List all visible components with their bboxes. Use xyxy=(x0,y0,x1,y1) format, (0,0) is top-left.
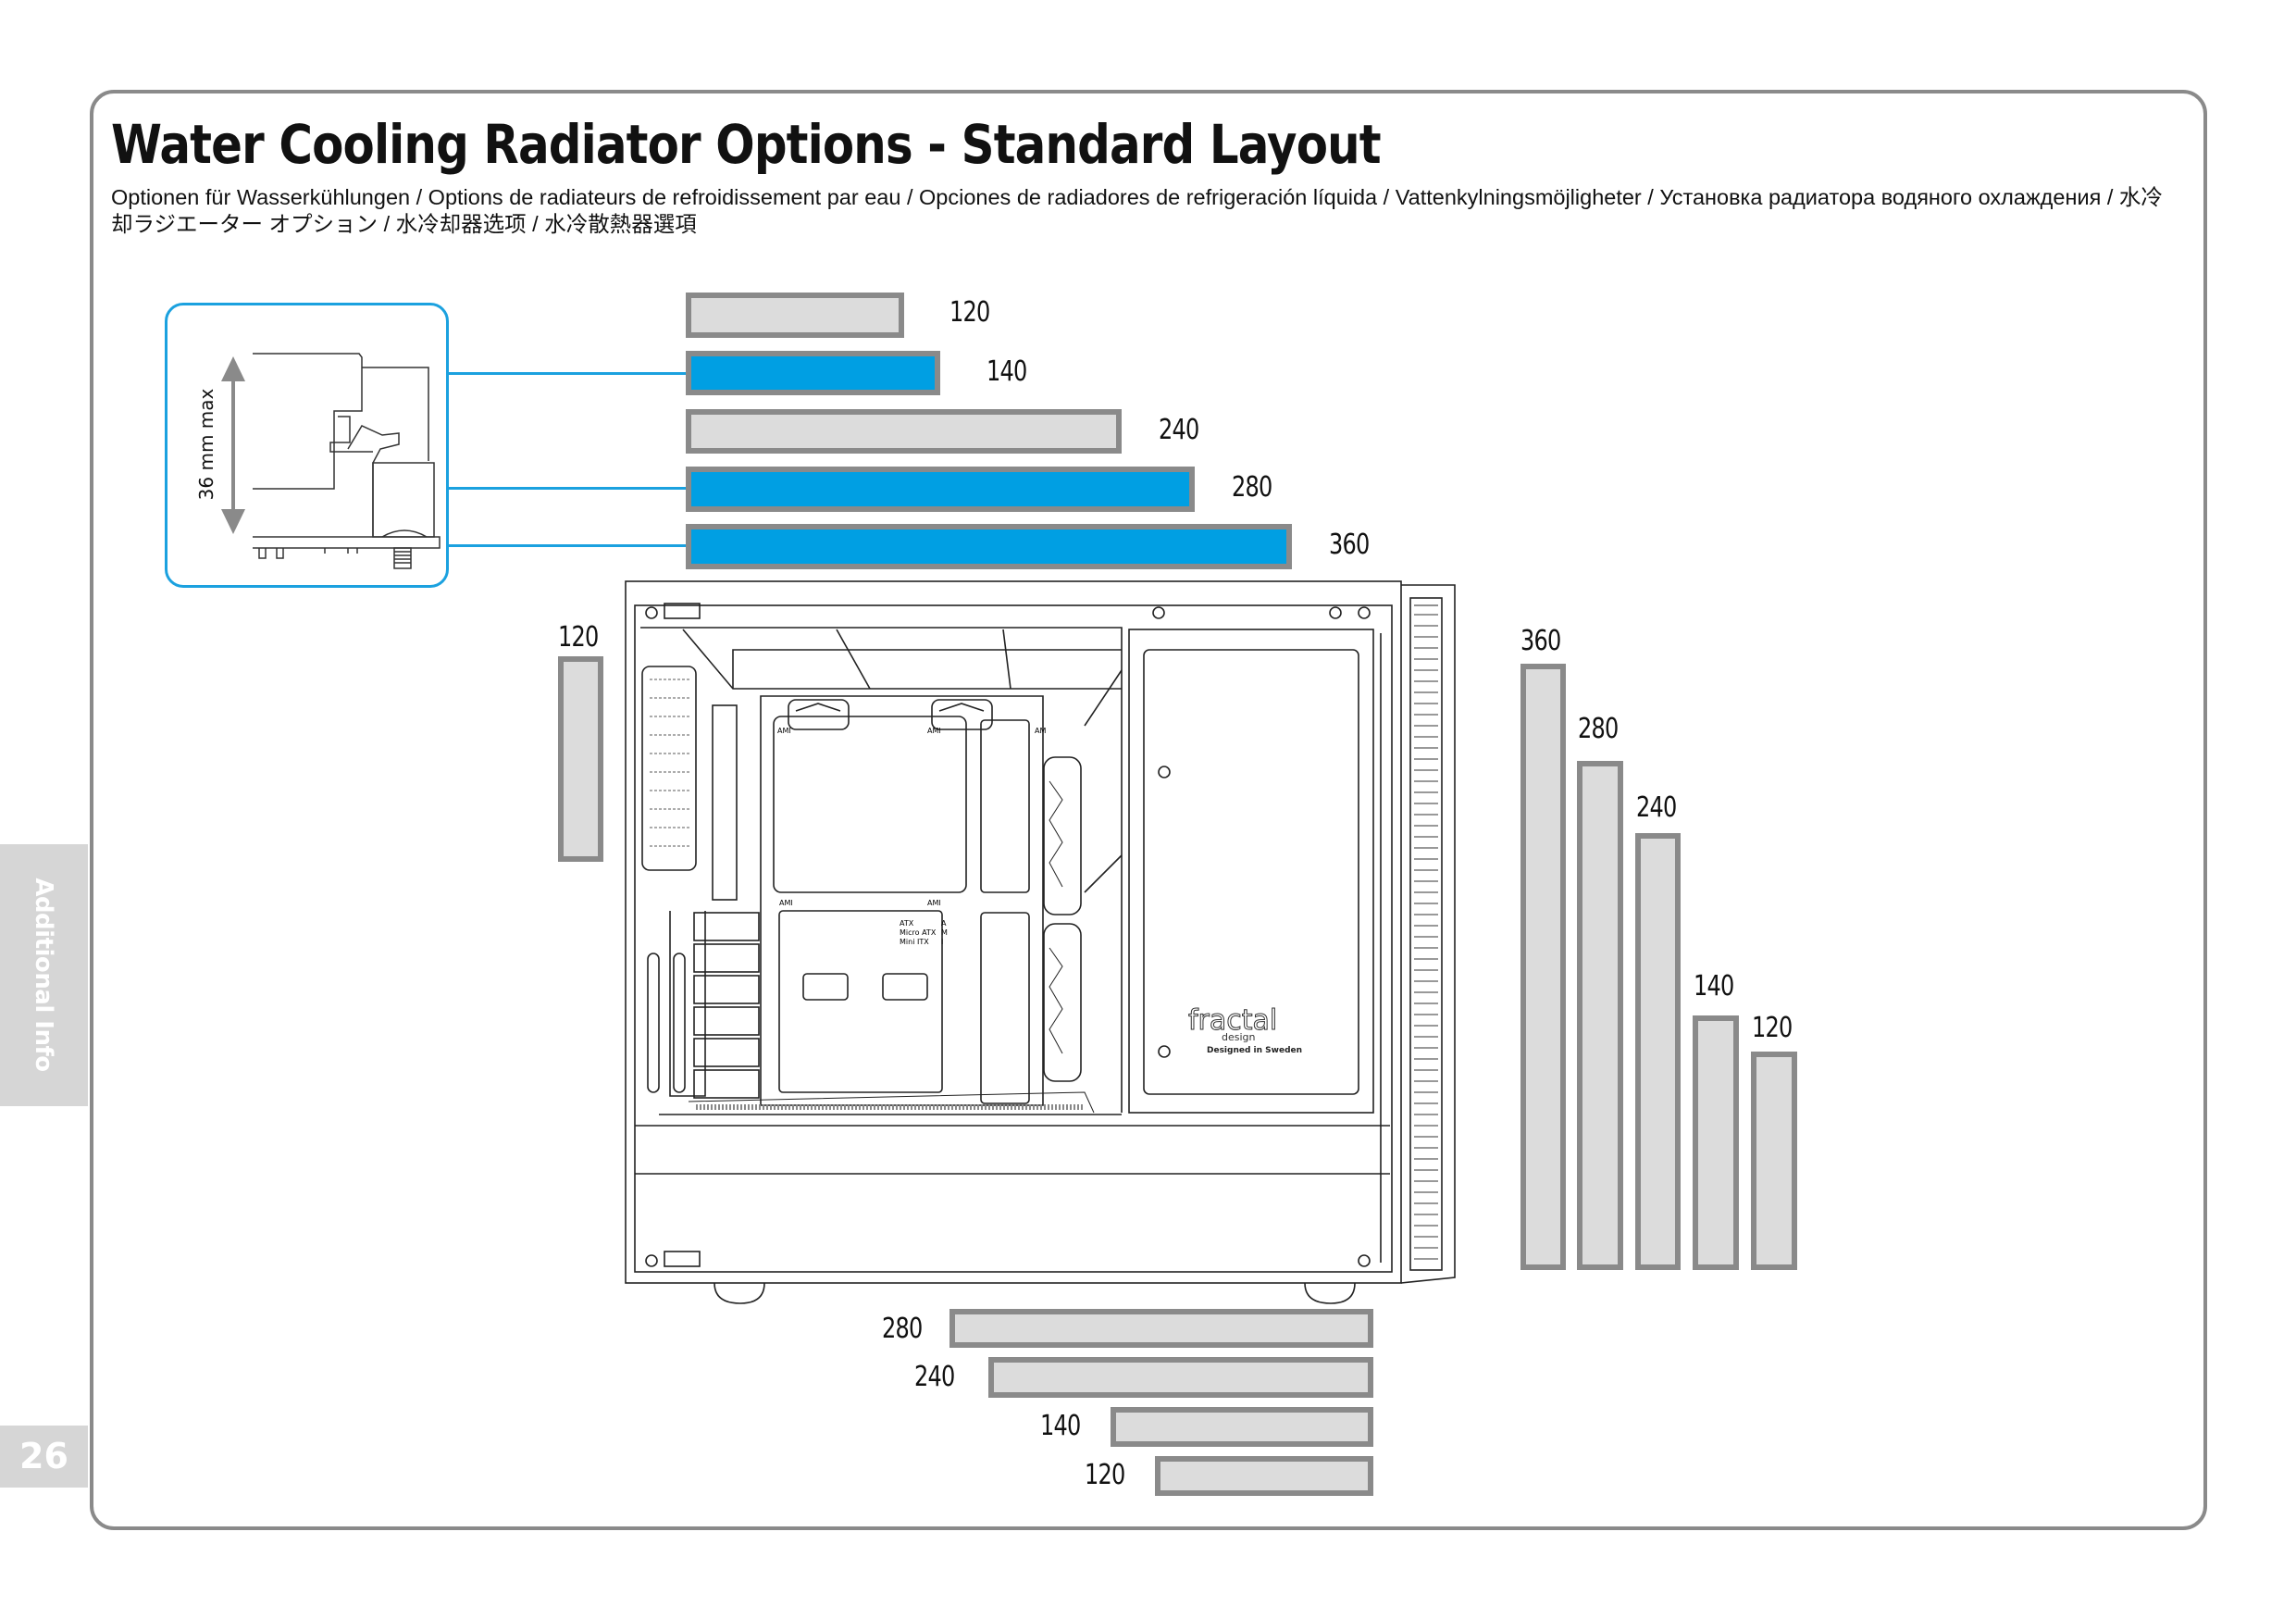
radiator-label-front-120: 120 xyxy=(1752,1012,1793,1044)
mb-code-micro-atx: M xyxy=(941,928,948,937)
radiator-label-front-140: 140 xyxy=(1694,970,1734,1003)
radiator-top-280 xyxy=(686,467,1195,512)
radiator-rear-120 xyxy=(558,656,603,862)
radiator-label-front-280: 280 xyxy=(1578,713,1619,745)
standoff-mark: AMI xyxy=(777,727,791,735)
pc-case-svg: ATX A Micro ATX M Mini ITX I AMI AMI AMI… xyxy=(625,580,1456,1304)
radiator-bottom-140 xyxy=(1111,1407,1373,1447)
mb-code-atx: A xyxy=(941,919,947,928)
designed-in-sweden: Designed in Sweden xyxy=(1207,1046,1302,1055)
fractal-logo: fractal xyxy=(1188,1004,1277,1037)
section-tab[interactable]: Additional Info xyxy=(0,844,88,1106)
radiator-label-bottom-120: 120 xyxy=(1085,1459,1125,1491)
radiator-label-bottom-280: 280 xyxy=(882,1313,923,1345)
radiator-front-360 xyxy=(1520,664,1566,1270)
pci-slots xyxy=(693,912,760,1099)
radiator-top-360 xyxy=(686,524,1292,569)
radiator-label-bottom-140: 140 xyxy=(1040,1410,1081,1442)
radiator-bottom-240 xyxy=(988,1357,1373,1398)
connector-line-280 xyxy=(449,487,688,490)
case-foot-right xyxy=(1304,1282,1356,1304)
radiator-top-240 xyxy=(686,409,1122,454)
radiator-label-top-240: 240 xyxy=(1159,414,1199,446)
case-foot-left xyxy=(714,1282,765,1304)
clearance-inset: 36 mm max xyxy=(165,303,449,588)
psu-cover xyxy=(1128,629,1374,1114)
dimension-arrow xyxy=(221,356,245,534)
standoff-mark: AMI xyxy=(927,899,941,907)
page-subtitle: Optionen für Wasserkühlungen / Options d… xyxy=(111,185,2163,236)
fractal-logo-sub: design xyxy=(1222,1031,1256,1043)
standoff-mark-am: AM xyxy=(1035,727,1046,735)
front-fan-upper xyxy=(1043,756,1082,915)
radiator-front-120 xyxy=(1751,1052,1797,1270)
section-tab-label: Additional Info xyxy=(30,878,57,1072)
mb-label-atx: ATX xyxy=(900,919,914,928)
radiator-front-140 xyxy=(1693,1015,1739,1270)
radiator-label-top-280: 280 xyxy=(1232,471,1272,504)
radiator-label-front-360: 360 xyxy=(1520,625,1561,657)
clearance-drawing: 36 mm max xyxy=(195,353,441,569)
connector-line-140 xyxy=(449,372,688,375)
case-front-panel xyxy=(1400,584,1456,1284)
radiator-label-top-360: 360 xyxy=(1329,529,1370,561)
clearance-label: 36 mm max xyxy=(195,388,217,500)
radiator-label-front-240: 240 xyxy=(1636,791,1677,824)
radiator-front-240 xyxy=(1635,833,1681,1270)
radiator-label-top-120: 120 xyxy=(949,296,990,329)
standoff-mark: AMI xyxy=(779,899,793,907)
radiator-bottom-120 xyxy=(1155,1456,1373,1496)
case-side-panel xyxy=(625,580,1402,1284)
front-vent-slats xyxy=(1414,614,1438,1260)
radiator-label-rear-120: 120 xyxy=(558,621,599,654)
page-number: 26 xyxy=(0,1426,88,1488)
cpu-cutout xyxy=(773,716,967,893)
radiator-top-120 xyxy=(686,293,904,338)
bottom-latch xyxy=(664,1251,701,1267)
radiator-label-bottom-240: 240 xyxy=(914,1361,955,1393)
connector-line-360 xyxy=(449,544,688,547)
page-title: Water Cooling Radiator Options - Standar… xyxy=(111,113,1382,176)
top-latch xyxy=(664,603,701,619)
mb-label-mini-itx: Mini ITX xyxy=(900,938,929,946)
mb-code-mini-itx: I xyxy=(941,938,943,946)
front-fan-lower xyxy=(1043,923,1082,1082)
mb-label-micro-atx: Micro ATX xyxy=(900,928,937,937)
radiator-top-140 xyxy=(686,351,940,395)
pc-case-drawing: ATX A Micro ATX M Mini ITX I AMI AMI AMI… xyxy=(622,578,1464,1309)
mb-lower-cutout xyxy=(778,910,943,1093)
radiator-bottom-280 xyxy=(949,1309,1373,1348)
page-frame xyxy=(90,90,2207,1530)
radiator-label-top-140: 140 xyxy=(987,355,1027,388)
standoff-mark: AMI xyxy=(927,727,941,735)
radiator-front-280 xyxy=(1577,761,1623,1270)
